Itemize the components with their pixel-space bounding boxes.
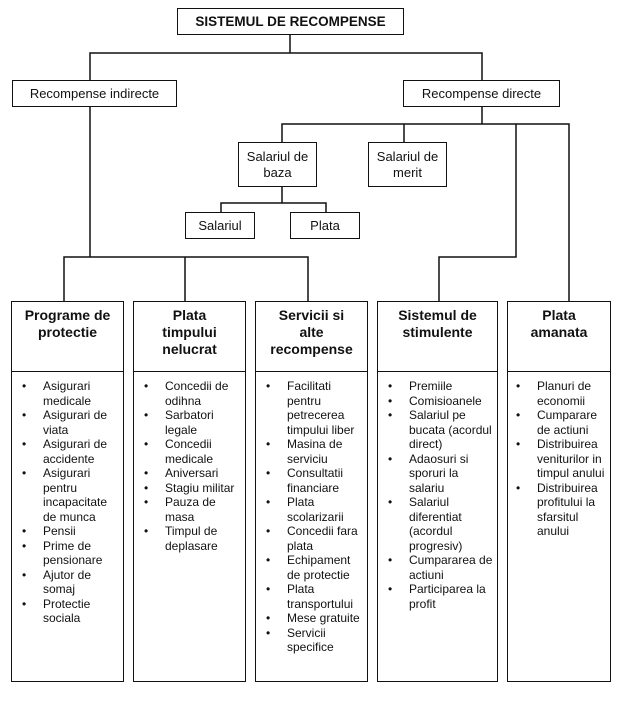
list-item: Premiile (388, 379, 497, 394)
item-list: Premiile Comisioanele Salariul pe bucata… (378, 372, 497, 611)
connector-root-branch (89, 52, 483, 80)
direct-rewards-box: Recompense directe (403, 80, 560, 107)
list-item: Adaosuri si sporuri la salariu (388, 452, 497, 496)
list-item: Ajutor de somaj (22, 568, 123, 597)
list-item: Stagiu militar (144, 481, 245, 496)
list-item: Masina de serviciu (266, 437, 367, 466)
column-unworked-time-pay: Plata timpului nelucrat Concedii de odih… (133, 301, 246, 682)
list-item: Asigurari medicale (22, 379, 123, 408)
column-title: Plata timpului nelucrat (134, 302, 245, 372)
list-item: Distribuirea veniturilor in timpul anulu… (516, 437, 610, 481)
list-item: Asigurari pentru incapacitate de munca (22, 466, 123, 524)
list-item: Participarea la profit (388, 582, 497, 611)
column-incentive-system: Sistemul de stimulente Premiile Comisioa… (377, 301, 498, 682)
item-list: Concedii de odihna Sarbatori legale Conc… (134, 372, 245, 553)
column-title: Programe de protectie (12, 302, 123, 372)
root-box: SISTEMUL DE RECOMPENSE (177, 8, 404, 35)
list-item: Protectie sociala (22, 597, 123, 626)
list-item: Asigurari de viata (22, 408, 123, 437)
connector-indirect-branch (63, 256, 309, 301)
list-item: Mese gratuite (266, 611, 367, 626)
list-item: Concedii medicale (144, 437, 245, 466)
list-item: Aniversari (144, 466, 245, 481)
list-item: Echipament de protectie (266, 553, 367, 582)
list-item: Facilitati pentru petrecerea timpului li… (266, 379, 367, 437)
list-item: Cumpararea de actiuni (388, 553, 497, 582)
column-deferred-pay: Plata amanata Planuri de economii Cumpar… (507, 301, 611, 682)
column-protection-programs: Programe de protectie Asigurari medicale… (11, 301, 124, 682)
merit-salary-box: Salariul de merit (368, 142, 447, 187)
list-item: Distribuirea profitului la sfarsitul anu… (516, 481, 610, 539)
list-item: Salariul pe bucata (acordul direct) (388, 408, 497, 452)
column-services-other: Servicii si alte recompense Facilitati p… (255, 301, 368, 682)
column-title: Servicii si alte recompense (256, 302, 367, 372)
pay-box: Plata (290, 212, 360, 239)
item-list: Planuri de economii Cumparare de actiuni… (508, 372, 610, 539)
connector-stimulus (438, 124, 517, 301)
list-item: Salariul diferentiat (acordul progresiv) (388, 495, 497, 553)
column-title: Plata amanata (508, 302, 610, 372)
salary-box: Salariul (185, 212, 255, 239)
list-item: Plata transportului (266, 582, 367, 611)
connector-direct-branch (281, 123, 570, 301)
item-list: Facilitati pentru petrecerea timpului li… (256, 372, 367, 655)
list-item: Plata scolarizarii (266, 495, 367, 524)
list-item: Servicii specifice (266, 626, 367, 655)
list-item: Pauza de masa (144, 495, 245, 524)
column-title: Sistemul de stimulente (378, 302, 497, 372)
list-item: Planuri de economii (516, 379, 610, 408)
list-item: Consultatii financiare (266, 466, 367, 495)
indirect-rewards-box: Recompense indirecte (12, 80, 177, 107)
list-item: Prime de pensionare (22, 539, 123, 568)
list-item: Comisioanele (388, 394, 497, 409)
list-item: Concedii fara plata (266, 524, 367, 553)
list-item: Timpul de deplasare (144, 524, 245, 553)
item-list: Asigurari medicale Asigurari de viata As… (12, 372, 123, 626)
base-salary-box: Salariul de baza (238, 142, 317, 187)
list-item: Asigurari de accidente (22, 437, 123, 466)
list-item: Sarbatori legale (144, 408, 245, 437)
list-item: Pensii (22, 524, 123, 539)
list-item: Concedii de odihna (144, 379, 245, 408)
connector-base-branch (220, 202, 327, 212)
list-item: Cumparare de actiuni (516, 408, 610, 437)
